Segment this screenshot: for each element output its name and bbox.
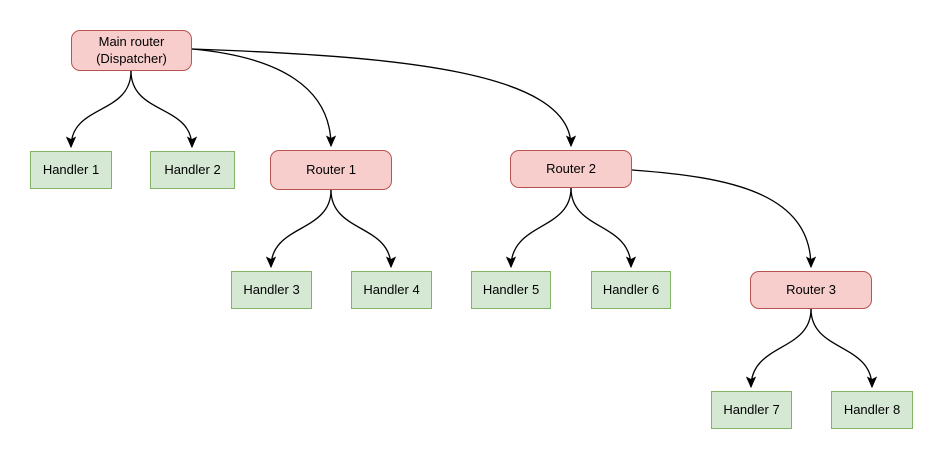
edge-router3-to-handler8	[810, 308, 878, 389]
edge-router2-to-handler5	[505, 187, 572, 269]
node-router-1: Router 1	[270, 150, 392, 190]
node-handler-1: Handler 1	[30, 151, 112, 189]
edge-main-to-handler1	[65, 70, 132, 149]
node-handler-7: Handler 7	[711, 391, 792, 429]
node-router-2: Router 2	[510, 150, 632, 188]
edge-router3-to-handler7	[745, 308, 812, 389]
edge-main-to-router1	[191, 48, 337, 148]
edge-router2-to-handler6	[570, 187, 637, 269]
node-main-router: Main router (Dispatcher)	[71, 30, 192, 71]
edge-main-to-handler2	[130, 70, 198, 149]
edge-router1-to-handler4	[330, 189, 397, 269]
node-handler-5: Handler 5	[471, 271, 551, 309]
edge-router1-to-handler3	[265, 189, 332, 269]
edge-main-to-router2	[191, 48, 577, 148]
node-handler-6: Handler 6	[591, 271, 671, 309]
node-handler-8: Handler 8	[831, 391, 913, 429]
node-handler-2: Handler 2	[150, 151, 235, 189]
node-router-3: Router 3	[750, 271, 872, 309]
node-handler-4: Handler 4	[351, 271, 432, 309]
node-handler-3: Handler 3	[231, 271, 312, 309]
edge-router2-to-router3	[631, 169, 817, 269]
